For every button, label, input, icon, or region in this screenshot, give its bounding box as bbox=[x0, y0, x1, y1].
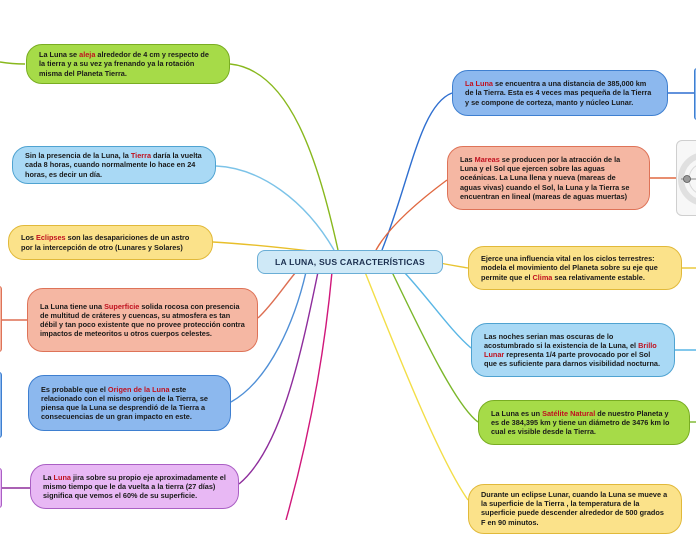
node-text-segment: La Luna tiene una bbox=[40, 301, 105, 311]
highlight-keyword: Origen de la Luna bbox=[107, 384, 170, 394]
node-orbit[interactable]: La Luna se aleja alrededor de 4 cm y res… bbox=[26, 44, 230, 84]
node-distance[interactable]: La Luna se encuentra a una distancia de … bbox=[452, 70, 668, 116]
node-text-segment: sea relativamente estable. bbox=[552, 272, 645, 282]
node-origin[interactable]: Es probable que el Origen de la Luna est… bbox=[28, 375, 231, 431]
highlight-keyword: Eclipses bbox=[36, 233, 66, 243]
connector-distance bbox=[381, 92, 453, 251]
highlight-keyword: La Luna bbox=[465, 79, 493, 89]
highlight-keyword: Superficie bbox=[104, 301, 140, 311]
node-day[interactable]: Sin la presencia de la Luna, la Tierra d… bbox=[12, 146, 216, 184]
node-text-segment: Es probable que el bbox=[41, 384, 108, 394]
highlight-keyword: Tierra bbox=[130, 151, 152, 161]
node-text-segment: se encuentra a una distancia de 385,000 … bbox=[465, 79, 652, 107]
node-text-segment: Los bbox=[21, 233, 36, 243]
connector-origin bbox=[230, 271, 307, 403]
node-tides-text: Las Mareas se producen por la atracción … bbox=[460, 155, 637, 201]
earth-moon-orbit-icon bbox=[678, 153, 696, 205]
node-origin-text: Es probable que el Origen de la Luna est… bbox=[41, 385, 218, 422]
node-distance-text: La Luna se encuentra a una distancia de … bbox=[465, 79, 655, 107]
node-tides[interactable]: Las Mareas se producen por la atracción … bbox=[447, 146, 650, 210]
node-text-segment: La Luna es un bbox=[491, 408, 543, 418]
highlight-keyword: Luna bbox=[53, 472, 71, 482]
node-climate-text: Ejerce una influencia vital en los ciclo… bbox=[481, 254, 669, 282]
node-satellite[interactable]: La Luna es un Satélite Natural de nuestr… bbox=[478, 400, 690, 445]
connector-tides bbox=[375, 179, 448, 251]
node-rotation[interactable]: La Luna jira sobre su propio eje aproxim… bbox=[30, 464, 239, 509]
offscreen-node-left-rotation[interactable] bbox=[0, 468, 2, 508]
node-text-segment: Durante un eclipse Lunar, cuando la Luna… bbox=[481, 490, 668, 527]
node-day-text: Sin la presencia de la Luna, la Tierra d… bbox=[25, 151, 203, 179]
node-text-segment: se producen por la atracción de la Luna … bbox=[460, 154, 630, 201]
node-text-segment: La bbox=[43, 472, 54, 482]
offscreen-node-left-origin[interactable] bbox=[0, 372, 2, 438]
central-topic[interactable]: LA LUNA, SUS CARACTERÍSTICAS bbox=[257, 250, 443, 274]
node-climate[interactable]: Ejerce una influencia vital en los ciclo… bbox=[468, 246, 682, 290]
node-text-segment: son las desapariciones de un astro por l… bbox=[21, 233, 190, 252]
central-topic-title: LA LUNA, SUS CARACTERÍSTICAS bbox=[275, 257, 425, 267]
node-rotation-text: La Luna jira sobre su propio eje aproxim… bbox=[43, 473, 226, 501]
node-text-segment: Las noches serian mas oscuras de lo acos… bbox=[484, 331, 639, 350]
connector-left-stub-1 bbox=[0, 61, 26, 65]
connector-rotation bbox=[238, 271, 319, 485]
node-text-segment: La Luna se bbox=[39, 50, 80, 60]
node-eclipses[interactable]: Los Eclipses son las desapariciones de u… bbox=[8, 225, 213, 260]
connector-surface bbox=[257, 271, 297, 319]
offscreen-node-left-surface[interactable] bbox=[0, 286, 2, 352]
node-text-segment: de nuestro Planeta y es de 384,395 km y … bbox=[491, 408, 670, 437]
node-text-segment: Ejerce una influencia vital en los ciclo… bbox=[481, 254, 658, 282]
connector-lines bbox=[0, 61, 696, 520]
node-eclipses-text: Los Eclipses son las desapariciones de u… bbox=[21, 233, 200, 251]
node-satellite-text: La Luna es un Satélite Natural de nuestr… bbox=[491, 409, 677, 437]
connector-day bbox=[215, 165, 335, 251]
node-text-segment: jira sobre su propio eje aproximadamente… bbox=[43, 472, 226, 501]
node-text-segment: representa 1/4 parte provocado por el So… bbox=[484, 350, 660, 369]
node-text-segment: este relacionado con el mismo origen de … bbox=[41, 384, 208, 422]
node-lunar-eclipse-text: Durante un eclipse Lunar, cuando la Luna… bbox=[481, 490, 669, 527]
node-glow-text: Las noches serian mas oscuras de lo acos… bbox=[484, 332, 662, 369]
node-text-segment: daría la vuelta cada 8 horas, cuando nor… bbox=[25, 151, 202, 179]
highlight-keyword: Mareas bbox=[474, 154, 500, 164]
node-glow[interactable]: Las noches serian mas oscuras de lo acos… bbox=[471, 323, 675, 377]
highlight-keyword: Brillo Lunar bbox=[484, 340, 657, 359]
highlight-keyword: Clima bbox=[532, 272, 553, 282]
highlight-keyword: aleja bbox=[79, 50, 96, 60]
node-text-segment: solida rocosa con presencia de multitud … bbox=[40, 301, 245, 339]
connector-satellite bbox=[391, 271, 479, 423]
node-lunar-eclipse[interactable]: Durante un eclipse Lunar, cuando la Luna… bbox=[468, 484, 682, 534]
node-surface-text: La Luna tiene una Superficie solida roco… bbox=[40, 302, 245, 339]
node-text-segment: Sin la presencia de la Luna, la bbox=[25, 151, 131, 161]
node-text-segment: Las bbox=[460, 154, 475, 164]
connector-pink bbox=[285, 271, 333, 520]
node-text-segment: alrededor de 4 cm y respecto de la tierr… bbox=[39, 50, 209, 78]
connector-lunar-eclipse bbox=[364, 271, 469, 501]
connector-orbit bbox=[229, 63, 339, 251]
connector-glow bbox=[403, 271, 472, 349]
offscreen-node-right-top[interactable] bbox=[694, 68, 696, 120]
node-surface[interactable]: La Luna tiene una Superficie solida roco… bbox=[27, 288, 258, 352]
tides-image bbox=[676, 140, 696, 216]
node-orbit-text: La Luna se aleja alrededor de 4 cm y res… bbox=[39, 50, 217, 78]
highlight-keyword: Satélite Natural bbox=[542, 408, 596, 418]
